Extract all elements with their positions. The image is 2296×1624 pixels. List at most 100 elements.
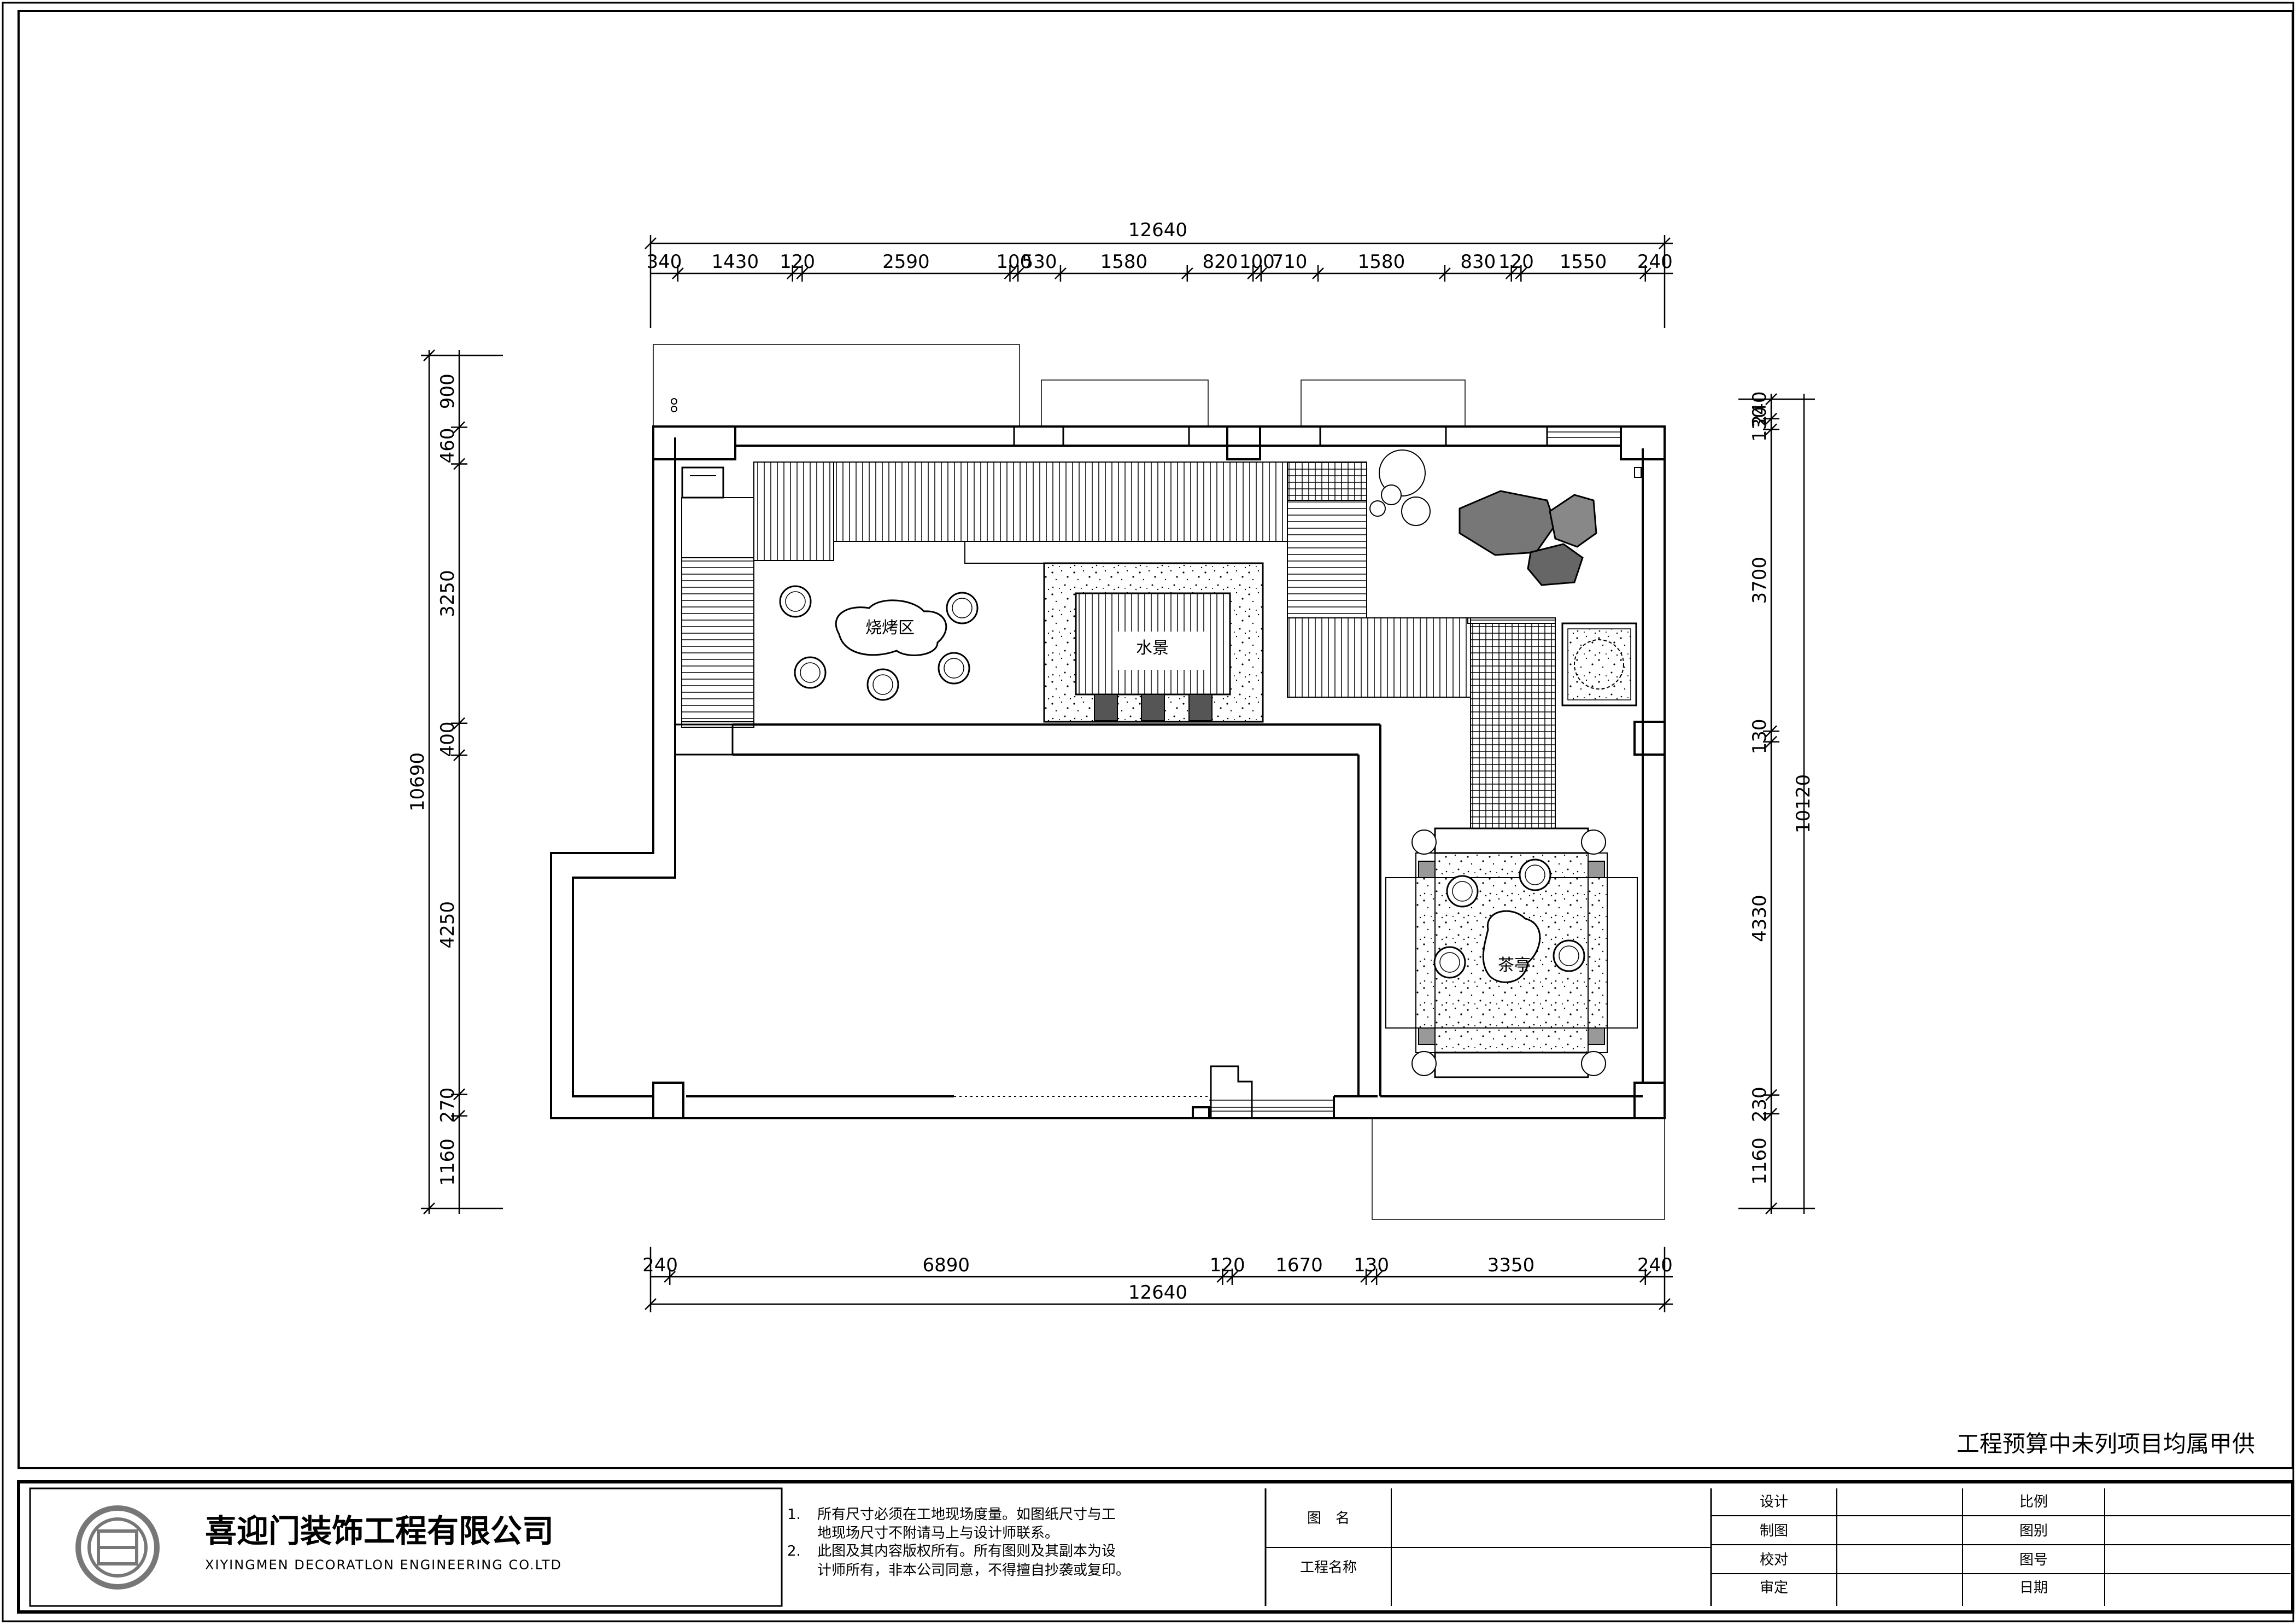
company-logo xyxy=(75,1505,160,1590)
note-1-num: 1. xyxy=(787,1506,801,1523)
dim-top-14: 240 xyxy=(1637,251,1673,273)
drain xyxy=(1634,467,1642,478)
dim-top-total: 12640 xyxy=(1128,219,1187,241)
dim-left-segments: 900 460 3250 400 4250 270 1160 xyxy=(437,373,459,1185)
tea-table xyxy=(1482,910,1541,983)
left-dimension-lines xyxy=(421,349,503,1214)
dim-bottom-2: 120 xyxy=(1210,1254,1245,1276)
title-notes: 1. 所有尺寸必须在工地现场度量。如图纸尺寸与工 地现场尺寸不附请马上与设计师联… xyxy=(787,1506,1130,1579)
field-drawing-name: 图 名 xyxy=(1307,1510,1350,1527)
tea-stool-inner xyxy=(1559,945,1579,966)
wood-decking xyxy=(753,462,1556,829)
dim-top-12: 120 xyxy=(1498,251,1534,273)
bbq-stool xyxy=(866,668,899,701)
dim-left-0: 900 xyxy=(437,373,459,409)
title-block-grid xyxy=(29,1487,2291,1607)
label-water-feature: 水景 xyxy=(1136,639,1169,658)
title-fields-left: 设计 制图 校对 审定 xyxy=(1760,1494,1788,1596)
field-approve: 审定 xyxy=(1760,1580,1788,1596)
dim-bottom-4: 130 xyxy=(1354,1254,1389,1276)
bbq-stool xyxy=(779,585,812,618)
title-fields-right: 比例 图别 图号 日期 xyxy=(2019,1494,2048,1596)
company-name-cn: 喜迎门装饰工程有限公司 xyxy=(205,1512,554,1550)
tea-seats xyxy=(1433,858,1585,979)
note-2-line1: 此图及其内容版权所有。所有图则及其副本为设 xyxy=(817,1543,1116,1559)
field-design: 设计 xyxy=(1760,1494,1788,1510)
dim-bottom-total: 12640 xyxy=(1128,1282,1187,1304)
note-2-num: 2. xyxy=(787,1543,801,1559)
dim-top-2: 120 xyxy=(780,251,815,273)
tea-stool xyxy=(1433,946,1466,979)
dim-left-total: 10690 xyxy=(407,752,429,811)
bbq-stool-inner xyxy=(952,598,973,618)
dim-right-3: 130 xyxy=(1749,718,1771,754)
dim-top-10: 1580 xyxy=(1358,251,1405,273)
dim-right-1: 130 xyxy=(1749,406,1771,442)
landscape-rocks xyxy=(1459,490,1597,586)
label-tea-pavilion: 茶亭 xyxy=(1498,956,1531,975)
dim-left-4: 4250 xyxy=(437,901,459,949)
company-name-en: XIYINGMEN DECORATLON ENGINEERING CO.LTD xyxy=(205,1557,562,1573)
dim-top-6: 1580 xyxy=(1100,251,1148,273)
bbq-stool-inner xyxy=(944,658,964,679)
right-dimension-lines xyxy=(1738,393,1815,1214)
note-owner-supplied: 工程预算中未列项目均属甲供 xyxy=(1957,1430,2255,1457)
dim-bottom-1: 6890 xyxy=(923,1254,970,1276)
top-dimension-lines xyxy=(645,235,1673,328)
water-spout xyxy=(1188,694,1213,721)
water-spout xyxy=(1094,694,1118,721)
bbq-stool xyxy=(938,652,970,685)
tea-stool-inner xyxy=(1439,952,1460,973)
dim-top-4: 100 xyxy=(996,251,1032,273)
dim-right-0: 240 xyxy=(1749,391,1771,427)
building-walls xyxy=(550,425,1666,1119)
dim-top-3: 2590 xyxy=(882,251,930,273)
dim-left-6: 1160 xyxy=(437,1138,459,1186)
water-spout xyxy=(1141,694,1165,721)
bbq-area: 烧烤区 xyxy=(835,599,947,656)
dim-left-5: 270 xyxy=(437,1088,459,1123)
tea-stool xyxy=(1446,875,1479,908)
shrub-cluster xyxy=(1369,449,1431,526)
field-check: 校对 xyxy=(1760,1552,1788,1568)
tea-stool xyxy=(1519,858,1551,891)
utility-box xyxy=(1210,1065,1253,1119)
field-category: 图别 xyxy=(2019,1523,2048,1539)
bottom-dimension-lines xyxy=(645,1247,1673,1312)
dim-top-0: 340 xyxy=(646,251,682,273)
dim-top-13: 1550 xyxy=(1560,251,1607,273)
fixture-circle xyxy=(671,398,677,405)
tea-stool-inner xyxy=(1452,881,1473,902)
note-1-line1: 所有尺寸必须在工地现场度量。如图纸尺寸与工 xyxy=(817,1506,1116,1523)
water-feature: 水景 xyxy=(1043,562,1264,723)
dim-top-5: 530 xyxy=(1022,251,1057,273)
field-drafting: 制图 xyxy=(1760,1523,1788,1539)
bbq-stool xyxy=(794,656,827,689)
dim-top-8: 100 xyxy=(1239,251,1275,273)
dim-right-4: 4330 xyxy=(1749,895,1771,942)
label-bbq-area: 烧烤区 xyxy=(865,618,915,638)
dim-top-11: 830 xyxy=(1460,251,1496,273)
bbq-stool-inner xyxy=(872,674,893,695)
planter-tree xyxy=(1561,622,1637,706)
bbq-seats xyxy=(779,585,979,701)
bbq-stool-inner xyxy=(800,662,821,683)
dim-top-1: 1430 xyxy=(712,251,759,273)
field-scale: 比例 xyxy=(2019,1494,2048,1510)
note-2-line2: 计师所有，非本公司同意，不得擅自抄袭或复印。 xyxy=(817,1562,1130,1579)
dim-right-5: 230 xyxy=(1749,1086,1771,1122)
dim-left-2: 3250 xyxy=(437,570,459,617)
dim-left-1: 460 xyxy=(437,428,459,463)
fixture-circle xyxy=(671,406,677,412)
bbq-stool xyxy=(946,592,979,624)
dim-right-6: 1160 xyxy=(1749,1137,1771,1185)
dim-bottom-5: 3350 xyxy=(1487,1254,1535,1276)
bbq-table xyxy=(835,599,947,656)
dim-left-3: 400 xyxy=(437,721,459,757)
dim-bottom-3: 1670 xyxy=(1275,1254,1323,1276)
